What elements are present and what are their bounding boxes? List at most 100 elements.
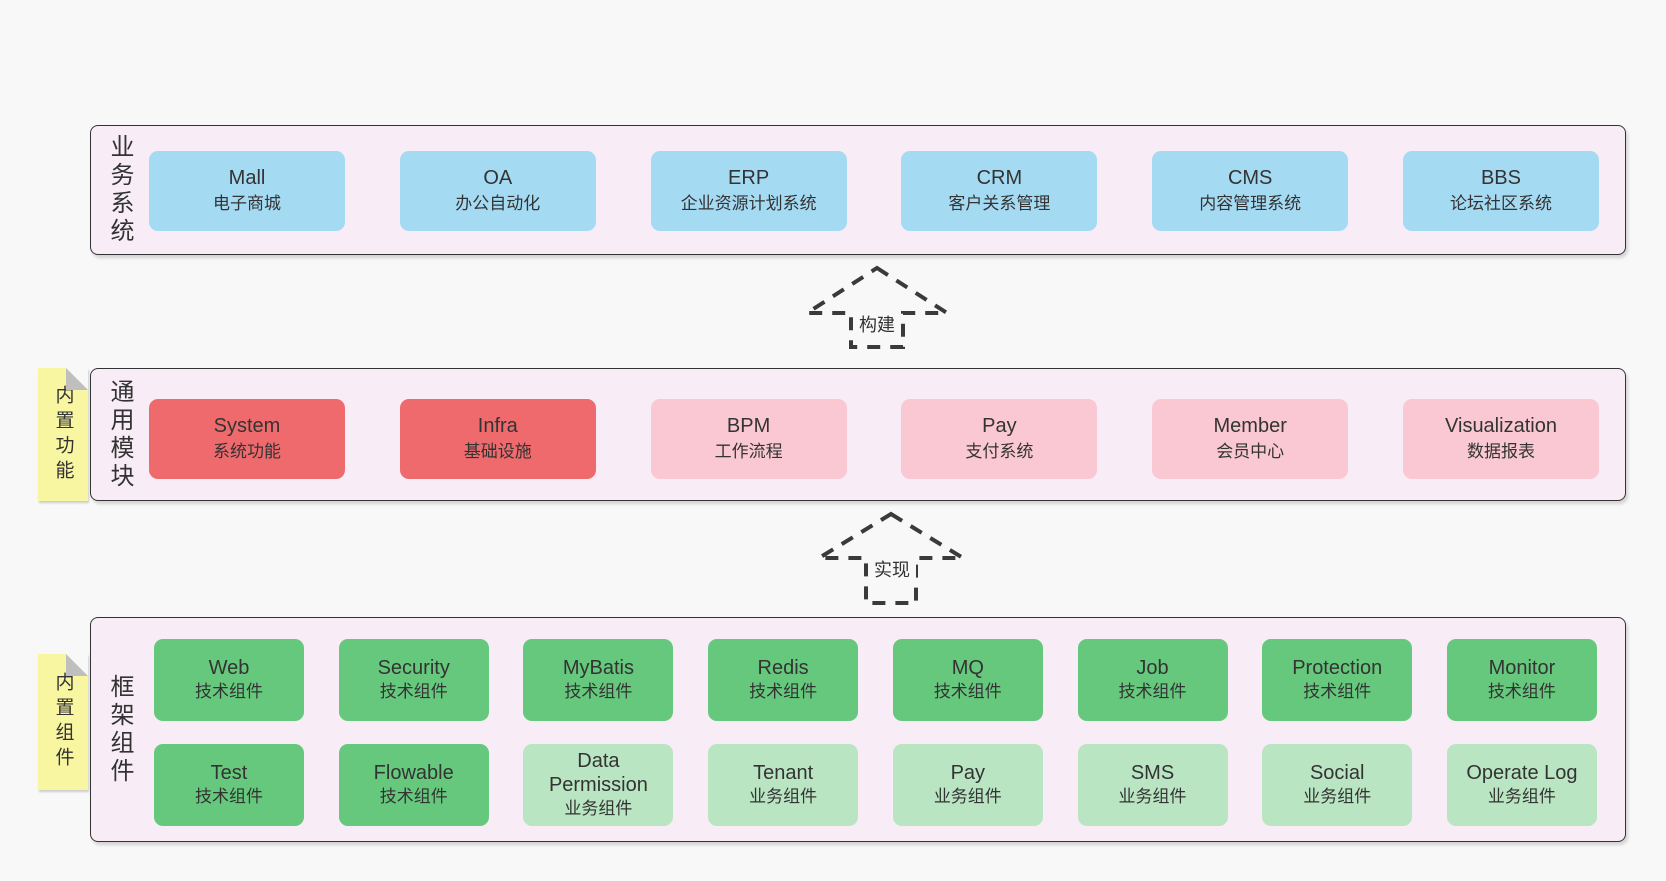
box-job: Job 技术组件 <box>1077 639 1228 721</box>
box-flowable: Flowable 技术组件 <box>338 744 489 826</box>
box-name: Pay <box>950 762 986 784</box>
box-operate-log: Operate Log 业务组件 <box>1446 744 1597 826</box>
box-crm: CRM 客户关系管理 <box>901 151 1098 231</box>
box-name: Visualization <box>1445 415 1557 437</box>
box-mall: Mall 电子商城 <box>149 151 345 231</box>
arrow-implement: 实现 <box>805 500 980 612</box>
box-subtitle: 业务组件 <box>1303 787 1372 806</box>
box-name: OA <box>483 167 513 189</box>
box-subtitle: 技术组件 <box>1118 682 1187 701</box>
box-name: BBS <box>1480 167 1521 189</box>
box-subtitle: 系统功能 <box>213 442 281 461</box>
box-subtitle: 技术组件 <box>1303 682 1372 701</box>
band-label-framework: 框架组件 <box>106 673 133 786</box>
box-name: Mall <box>228 167 266 189</box>
box-name: Member <box>1213 415 1287 437</box>
box-subtitle: 技术组件 <box>379 682 448 701</box>
box-name: Web <box>208 657 250 679</box>
box-name: Job <box>1136 657 1169 679</box>
framework-row-2: Test 技术组件 Flowable 技术组件 Data Permission … <box>154 744 1597 826</box>
box-name: Monitor <box>1488 657 1556 679</box>
box-subtitle: 技术组件 <box>564 682 633 701</box>
box-data-permission: Data Permission 业务组件 <box>523 744 674 826</box>
box-monitor: Monitor 技术组件 <box>1446 639 1597 721</box>
box-name: SMS <box>1130 762 1175 784</box>
box-subtitle: 内容管理系统 <box>1199 194 1302 213</box>
box-subtitle: 技术组件 <box>379 787 448 806</box>
box-name: System <box>213 415 281 437</box>
box-name: Redis <box>757 657 809 679</box>
box-subtitle: 技术组件 <box>195 787 263 806</box>
box-name: Pay <box>982 415 1017 437</box>
band-framework-components: 框架组件 Web 技术组件 Security 技术组件 MyBatis 技术组件… <box>90 617 1626 842</box>
arrow-build: 构建 <box>790 255 965 355</box>
box-system: System 系统功能 <box>149 399 345 479</box>
box-protection: Protection 技术组件 <box>1262 639 1413 721</box>
box-subtitle: 业务组件 <box>564 799 633 818</box>
up-arrow-dashed-icon <box>800 265 954 349</box>
box-subtitle: 论坛社区系统 <box>1449 194 1552 213</box>
box-subtitle: 业务组件 <box>1487 787 1556 806</box>
box-subtitle: 技术组件 <box>195 682 263 701</box>
box-oa: OA 办公自动化 <box>399 151 596 231</box>
box-subtitle: 业务组件 <box>1118 787 1187 806</box>
box-infra: Infra 基础设施 <box>399 399 596 479</box>
box-name: Protection <box>1292 657 1383 679</box>
box-member: Member 会员中心 <box>1152 399 1349 479</box>
band-business-systems: 业务系统 Mall 电子商城 OA 办公自动化 ERP 企业资源计划系统 CRM… <box>90 125 1626 255</box>
box-name: Infra <box>477 415 518 437</box>
box-subtitle: 技术组件 <box>1487 682 1556 701</box>
box-subtitle: 会员中心 <box>1216 442 1285 461</box>
box-mybatis: MyBatis 技术组件 <box>523 639 674 721</box>
box-pay-biz: Pay 业务组件 <box>892 744 1043 826</box>
box-subtitle: 技术组件 <box>933 682 1002 701</box>
box-redis: Redis 技术组件 <box>708 639 859 721</box>
sticky-label: 内置功能 <box>52 384 74 485</box>
box-name: Social <box>1309 762 1365 784</box>
box-name: CMS <box>1227 167 1273 189</box>
box-name: MyBatis <box>562 657 634 679</box>
box-name: CRM <box>976 167 1023 189</box>
box-web: Web 技术组件 <box>154 639 304 721</box>
framework-row-1: Web 技术组件 Security 技术组件 MyBatis 技术组件 Redi… <box>154 639 1597 721</box>
box-subtitle: 支付系统 <box>965 442 1034 461</box>
box-bpm: BPM 工作流程 <box>650 399 847 479</box>
band-modules-row: System 系统功能 Infra 基础设施 BPM 工作流程 Pay 支付系统… <box>149 399 1599 479</box>
box-name: Flowable <box>373 762 454 784</box>
box-subtitle: 办公自动化 <box>455 194 541 213</box>
sticky-label: 内置组件 <box>52 672 74 772</box>
box-erp: ERP 企业资源计划系统 <box>650 151 847 231</box>
box-subtitle: 企业资源计划系统 <box>680 194 817 213</box>
band-label-business: 业务系统 <box>106 134 133 246</box>
box-subtitle: 电子商城 <box>213 194 281 213</box>
box-cms: CMS 内容管理系统 <box>1152 151 1349 231</box>
box-name: ERP <box>728 167 770 189</box>
box-name: MQ <box>951 657 984 679</box>
box-name: Test <box>210 762 248 784</box>
box-subtitle: 工作流程 <box>714 442 783 461</box>
box-test: Test 技术组件 <box>154 744 304 826</box>
box-name: Tenant <box>753 762 814 784</box>
box-visualization: Visualization 数据报表 <box>1402 399 1599 479</box>
sticky-built-in-components: 内置组件 <box>38 654 88 790</box>
box-bbs: BBS 论坛社区系统 <box>1402 151 1599 231</box>
box-subtitle: 基础设施 <box>463 442 532 461</box>
box-subtitle: 数据报表 <box>1466 442 1535 461</box>
box-social: Social 业务组件 <box>1262 744 1413 826</box>
arrow-implement-label: 实现 <box>868 555 916 583</box>
box-subtitle: 技术组件 <box>749 682 818 701</box>
band-business-row: Mall 电子商城 OA 办公自动化 ERP 企业资源计划系统 CRM 客户关系… <box>149 151 1599 231</box>
box-name: BPM <box>726 415 771 437</box>
box-security: Security 技术组件 <box>338 639 489 721</box>
box-pay: Pay 支付系统 <box>901 399 1098 479</box>
sticky-built-in-functions: 内置功能 <box>38 368 88 501</box>
box-mq: MQ 技术组件 <box>892 639 1043 721</box>
box-subtitle: 业务组件 <box>933 787 1002 806</box>
arrow-build-label: 构建 <box>853 310 901 338</box>
box-tenant: Tenant 业务组件 <box>708 744 859 826</box>
box-subtitle: 客户关系管理 <box>948 194 1051 213</box>
box-name: Security <box>377 657 450 679</box>
box-name: Data Permission <box>548 750 648 796</box>
band-common-modules: 通用模块 System 系统功能 Infra 基础设施 BPM 工作流程 Pay… <box>90 368 1626 501</box>
box-subtitle: 业务组件 <box>749 787 818 806</box>
